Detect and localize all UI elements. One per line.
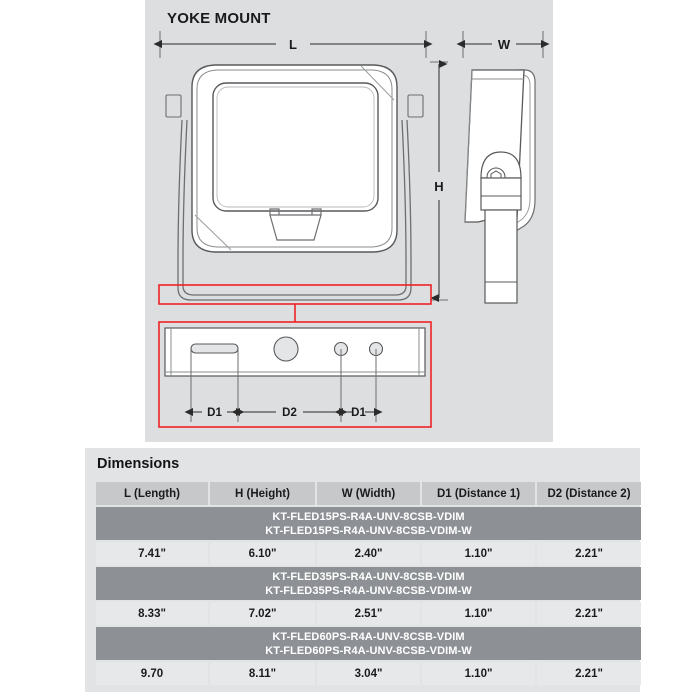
cell-width: 3.04" [317, 662, 420, 685]
model-name-primary: KT-FLED15PS-R4A-UNV-8CSB-VDIM [272, 510, 465, 523]
label-width: W [498, 37, 511, 52]
column-header-length: L (Length) [96, 482, 208, 505]
dimension-length: L [153, 31, 433, 58]
model-name-primary: KT-FLED35PS-R4A-UNV-8CSB-VDIM [272, 570, 465, 583]
led-lens-panel [212, 82, 379, 212]
side-view-stem [484, 209, 518, 304]
dimension-d2: D2 [231, 407, 348, 419]
housing-trapezoid-detail [269, 208, 322, 241]
cell-height: 7.02" [210, 602, 315, 625]
table-row: 9.70 8.11" 3.04" 1.10" 2.21" [96, 662, 641, 685]
column-header-height: H (Height) [210, 482, 315, 505]
callout-box-detail [158, 321, 432, 428]
dimensions-panel: Dimensions L (Length) H (Height) W (Widt… [85, 448, 643, 692]
table-row: 7.41" 6.10" 2.40" 1.10" 2.21" [96, 542, 641, 565]
model-names-cell: KT-FLED15PS-R4A-UNV-8CSB-VDIM KT-FLED15P… [96, 507, 641, 540]
front-view-yoke-bracket [177, 119, 412, 301]
cell-width: 2.40" [317, 542, 420, 565]
label-d2: D2 [282, 407, 297, 419]
dimension-d1-left: D1 [184, 407, 245, 419]
dimensions-title: Dimensions [97, 456, 180, 472]
cell-d1: 1.10" [422, 602, 535, 625]
model-names-cell: KT-FLED35PS-R4A-UNV-8CSB-VDIM KT-FLED35P… [96, 567, 641, 600]
drawing-panel: YOKE MOUNT [145, 0, 553, 442]
cell-length: 8.33" [96, 602, 208, 625]
model-group-row: KT-FLED60PS-R4A-UNV-8CSB-VDIM KT-FLED60P… [96, 627, 641, 660]
cell-d1: 1.10" [422, 662, 535, 685]
cell-height: 8.11" [210, 662, 315, 685]
model-name-primary: KT-FLED60PS-R4A-UNV-8CSB-VDIM [272, 630, 465, 643]
label-d1-right: D1 [351, 407, 366, 419]
model-name-secondary: KT-FLED15PS-R4A-UNV-8CSB-VDIM-W [265, 524, 472, 537]
model-group-row: KT-FLED35PS-R4A-UNV-8CSB-VDIM KT-FLED35P… [96, 567, 641, 600]
cell-d1: 1.10" [422, 542, 535, 565]
cell-width: 2.51" [317, 602, 420, 625]
large-knockout-hole [273, 336, 299, 362]
cell-length: 7.41" [96, 542, 208, 565]
dimensions-table: L (Length) H (Height) W (Width) D1 (Dist… [94, 480, 643, 687]
drawing-svg: L W H [153, 31, 550, 428]
model-group-row: KT-FLED15PS-R4A-UNV-8CSB-VDIM KT-FLED15P… [96, 507, 641, 540]
yoke-pivot-tabs [165, 94, 424, 118]
model-name-secondary: KT-FLED60PS-R4A-UNV-8CSB-VDIM-W [265, 644, 472, 657]
cell-d2: 2.21" [537, 542, 641, 565]
dimension-height: H [430, 60, 448, 302]
dimension-width: W [456, 31, 550, 58]
side-view [464, 69, 536, 304]
column-header-d1: D1 (Distance 1) [422, 482, 535, 505]
drawing-title: YOKE MOUNT [167, 10, 271, 27]
mounting-slot [190, 343, 239, 354]
label-length: L [289, 37, 297, 52]
cell-d2: 2.21" [537, 602, 641, 625]
model-names-cell: KT-FLED60PS-R4A-UNV-8CSB-VDIM KT-FLED60P… [96, 627, 641, 660]
table-row: 8.33" 7.02" 2.51" 1.10" 2.21" [96, 602, 641, 625]
label-d1-left: D1 [207, 407, 222, 419]
column-header-d2: D2 (Distance 2) [537, 482, 641, 505]
technical-drawing: L W H [145, 0, 553, 442]
bottom-detail-view [164, 327, 426, 377]
column-header-width: W (Width) [317, 482, 420, 505]
cell-d2: 2.21" [537, 662, 641, 685]
cell-length: 9.70 [96, 662, 208, 685]
label-height: H [434, 179, 443, 194]
table-header-row: L (Length) H (Height) W (Width) D1 (Dist… [96, 482, 641, 505]
model-name-secondary: KT-FLED35PS-R4A-UNV-8CSB-VDIM-W [265, 584, 472, 597]
dimension-d1-right: D1 [334, 407, 383, 419]
cell-height: 6.10" [210, 542, 315, 565]
